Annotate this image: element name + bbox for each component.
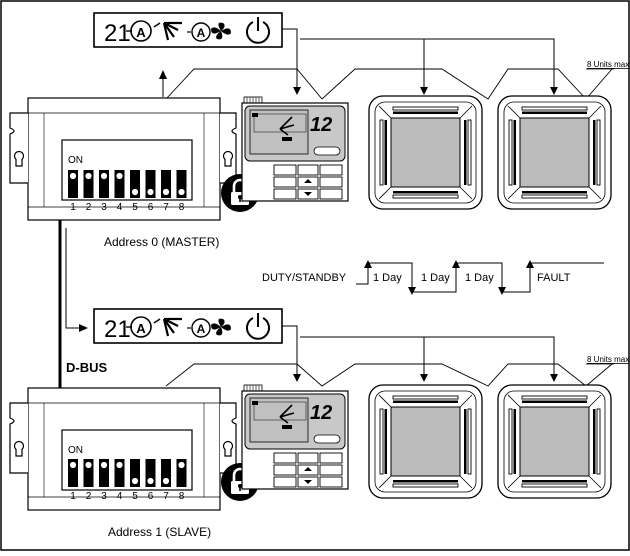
master-auto-fan-icon: A: [197, 26, 206, 40]
slave-dip-number-1: 1: [70, 491, 76, 502]
dbus-label: D-BUS: [66, 360, 107, 375]
master-controller-box: [9, 97, 237, 221]
master-link-lines: [282, 28, 555, 88]
slave-dip-switch-5[interactable]: 5: [130, 459, 140, 502]
slave-auto-fan-icon: A: [197, 322, 206, 336]
timeline-segment-2: 1 Day: [421, 272, 450, 284]
master-dip-number-6: 6: [148, 202, 154, 213]
slave-dip-switch-2[interactable]: 2: [83, 459, 94, 502]
slave-dip-number-5: 5: [132, 491, 138, 502]
master-dip-number-7: 7: [163, 202, 169, 213]
master-indoor-unit-1: [368, 95, 483, 210]
slave-dip-number-4: 4: [117, 491, 123, 502]
duty-timeline: DUTY/STANDBY 1 Day 1 Day 1 Day FAULT: [262, 260, 604, 295]
master-dip-switch-6[interactable]: 6: [145, 170, 156, 213]
timeline-end-label: FAULT: [537, 272, 571, 284]
master-dip-number-2: 2: [86, 202, 92, 213]
slave-remote-display: 12: [310, 402, 332, 424]
slave-dip-number-3: 3: [101, 491, 107, 502]
master-auto-mode-icon: A: [136, 25, 146, 40]
master-dip-switch-1[interactable]: 1: [68, 170, 78, 213]
master-dip-switch-8[interactable]: 8: [176, 170, 187, 213]
slave-remote-controller: [241, 384, 349, 490]
slave-indoor-unit-1: [368, 384, 483, 499]
slave-auto-mode-icon: A: [136, 321, 146, 336]
master-network-line: [165, 68, 613, 100]
master-address-label: Address 0 (MASTER): [104, 235, 219, 249]
master-remote-display: 12: [310, 114, 332, 136]
master-dip-switch-2[interactable]: 2: [83, 170, 94, 213]
timeline-start-label: DUTY/STANDBY: [262, 272, 347, 284]
slave-dip-switch-3[interactable]: 3: [99, 459, 109, 502]
slave-dip-number-6: 6: [148, 491, 154, 502]
master-dip-number-5: 5: [132, 202, 138, 213]
slave-dip-number-2: 2: [86, 491, 92, 502]
slave-dip-switch-7[interactable]: 7: [161, 459, 171, 502]
slave-dip-number-7: 7: [163, 491, 169, 502]
slave-status-temp: 21: [104, 316, 131, 343]
slave-dip-on-label: ON: [68, 445, 83, 456]
slave-address-label: Address 1 (SLAVE): [108, 525, 211, 539]
master-dip-switch-5[interactable]: 5: [130, 170, 140, 213]
master-dip-switch-3[interactable]: 3: [99, 170, 109, 213]
slave-indoor-unit-2: [497, 384, 612, 499]
master-dip-number-4: 4: [117, 202, 123, 213]
master-remote-controller: [241, 96, 349, 202]
master-dip-switch-4[interactable]: 4: [114, 170, 125, 213]
master-dip-number-8: 8: [179, 202, 185, 213]
slave-link-lines: [282, 325, 555, 375]
master-dip-number-1: 1: [70, 202, 76, 213]
master-dip-on-label: ON: [68, 155, 83, 166]
slave-dip-switch-1[interactable]: 1: [68, 459, 78, 502]
slave-dip-switch-4[interactable]: 4: [114, 459, 125, 502]
master-indoor-unit-2: [497, 95, 612, 210]
slave-units-label: 8 Units max: [587, 355, 629, 364]
master-units-label: 8 Units max: [587, 60, 629, 69]
slave-controller-box: [9, 387, 237, 511]
timeline-segment-1: 1 Day: [373, 272, 402, 284]
master-dip-switch-7[interactable]: 7: [161, 170, 171, 213]
slave-dip-switch-8[interactable]: 8: [176, 459, 187, 502]
slave-dip-number-8: 8: [179, 491, 185, 502]
slave-dip-switch-6[interactable]: 6: [145, 459, 156, 502]
master-dip-number-3: 3: [101, 202, 107, 213]
slave-network-line: [165, 363, 613, 387]
timeline-segment-3: 1 Day: [465, 272, 494, 284]
master-status-temp: 21: [104, 20, 131, 47]
